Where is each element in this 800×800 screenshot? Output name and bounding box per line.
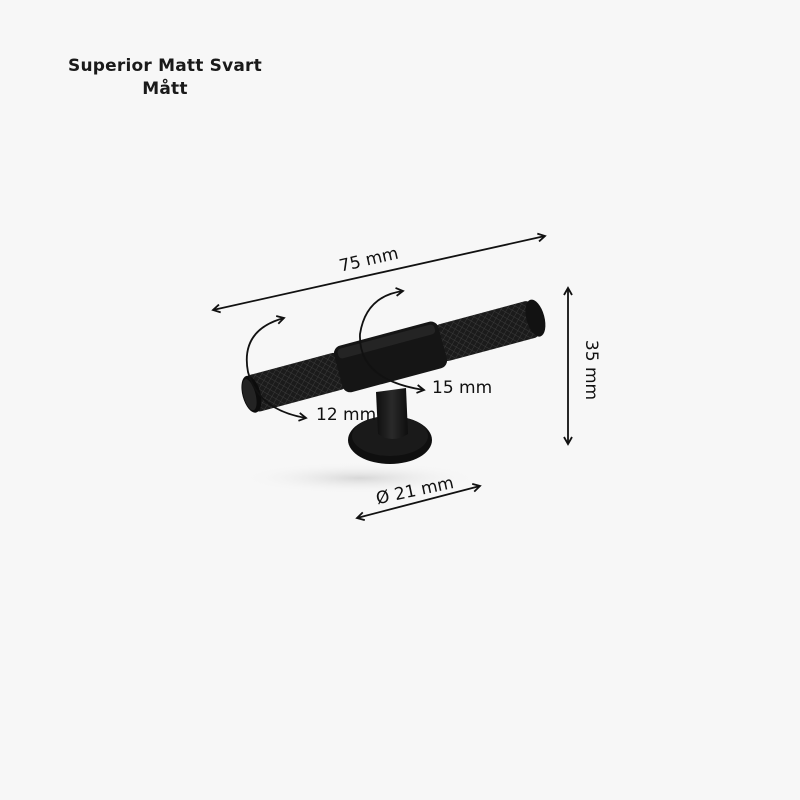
center-diameter-label: 15 mm bbox=[432, 378, 492, 398]
product-name: Superior Matt Svart bbox=[68, 56, 262, 76]
base-diameter-dimension-line bbox=[355, 483, 482, 521]
length-label: 75 mm bbox=[337, 244, 400, 277]
handle-stem bbox=[376, 388, 408, 439]
end-diameter-label: 12 mm bbox=[316, 405, 376, 425]
center-diameter-arrow bbox=[359, 287, 426, 394]
end-diameter-arrow bbox=[245, 315, 308, 422]
length-dimension-line bbox=[211, 232, 547, 314]
right-knurled-grip bbox=[435, 301, 539, 361]
page-subtitle: Mått bbox=[142, 79, 188, 99]
height-label: 35 mm bbox=[581, 340, 601, 400]
